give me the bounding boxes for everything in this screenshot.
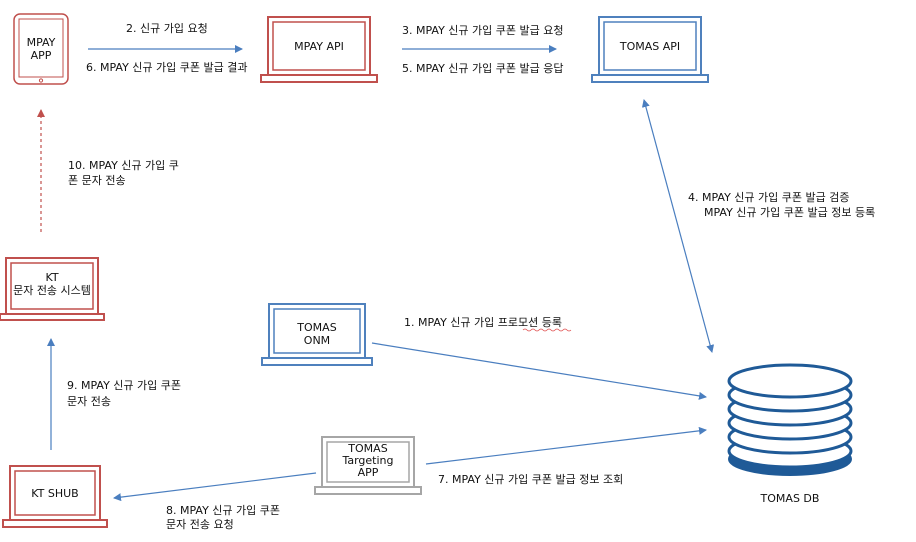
tomas-onm-label: TOMAS ONM [297, 321, 337, 347]
kt-shub-node [2, 465, 108, 528]
kt-sms-label: KT 문자 전송 시스템 [13, 271, 91, 297]
step-8-label-line2: 문자 전송 요청 [166, 518, 234, 531]
mpay-api-label: MPAY API [294, 40, 344, 53]
step-3-label: 3. MPAY 신규 가입 쿠폰 발급 요청 [402, 24, 564, 37]
step-10-label-line2: 폰 문자 전송 [68, 174, 126, 187]
mpay-app-node [13, 13, 69, 85]
tomas-db-node [727, 363, 853, 476]
tomas-db-label: TOMAS DB [760, 492, 820, 505]
arrow-step-7 [425, 426, 707, 465]
step-4-label-line1: 4. MPAY 신규 가입 쿠폰 발급 검증 [688, 191, 850, 204]
tomas-api-label: TOMAS API [619, 40, 681, 53]
step-9-label-line2: 문자 전송 [67, 395, 111, 408]
kt-sms-node [0, 257, 105, 321]
step-1-label: 1. MPAY 신규 가입 프로모션 등록 [404, 316, 562, 329]
mpay-api-node [260, 16, 378, 83]
arrow-step-4 [641, 99, 715, 353]
step-8-label-line1: 8. MPAY 신규 가입 쿠폰 [166, 504, 281, 517]
tomas-targeting-node [314, 436, 422, 495]
step-4-label-line2: MPAY 신규 가입 쿠폰 발급 정보 등록 [704, 206, 876, 219]
step-7-label: 7. MPAY 신규 가입 쿠폰 발급 정보 조회 [438, 473, 624, 486]
arrow-step-8 [113, 472, 317, 502]
step-2-label: 2. 신규 가입 요청 [126, 22, 208, 35]
tomas-targeting-label: TOMAS Targeting APP [342, 442, 394, 479]
step-10-label-line1: 10. MPAY 신규 가입 쿠 [68, 159, 179, 172]
arrow-step-1 [371, 342, 707, 400]
tomas-onm-node [261, 303, 373, 366]
kt-shub-label: KT SHUB [31, 487, 79, 500]
step-5-label: 5. MPAY 신규 가입 쿠폰 발급 응답 [402, 62, 564, 75]
mpay-app-label: MPAY APP [26, 36, 56, 62]
step-6-label: 6. MPAY 신규 가입 쿠폰 발급 결과 [86, 61, 248, 74]
tomas-api-node [591, 16, 709, 83]
step-9-label-line1: 9. MPAY 신규 가입 쿠폰 [67, 379, 182, 392]
